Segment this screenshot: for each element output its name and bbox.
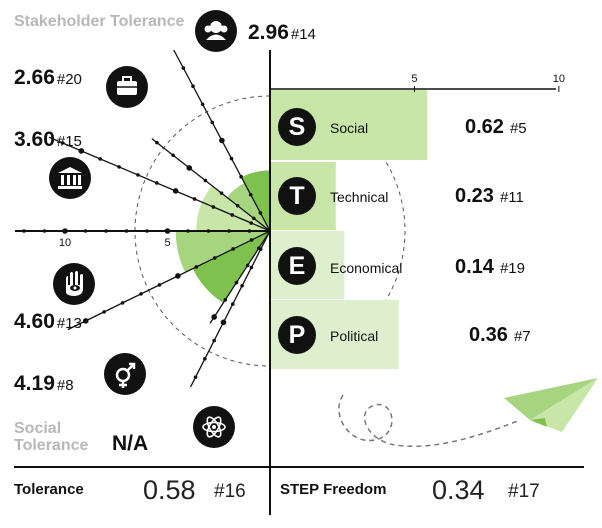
hand-eye-icon	[53, 263, 95, 305]
bank-score: 3.60#15	[14, 128, 82, 151]
gender-score: 4.19#8	[14, 372, 74, 395]
briefcase-icon	[106, 66, 148, 108]
people-icon	[195, 10, 237, 52]
people-score: 2.96#14	[248, 21, 316, 44]
step-letter-p: P	[278, 316, 316, 354]
radial-tick	[117, 165, 121, 169]
radial-tick	[257, 246, 261, 250]
radial-tick	[239, 174, 243, 179]
radial-tick-label: 5	[164, 237, 170, 249]
radial-tick-label: 10	[59, 237, 71, 249]
radial-tick	[193, 375, 198, 379]
radial-tick	[155, 140, 159, 145]
radial-tick	[171, 153, 175, 158]
step-axis-tick-label: 10	[553, 73, 565, 85]
tolerance-sector-gender	[192, 231, 270, 304]
radial-tick	[234, 280, 239, 285]
radial-tick	[249, 238, 254, 242]
radial-tick	[172, 188, 179, 194]
step-score-economical: 0.14#19	[455, 256, 525, 278]
radial-tick	[249, 265, 254, 270]
step-name-economical: Economical	[330, 260, 403, 276]
tolerance-total-value: 0.58	[143, 475, 196, 505]
gender-icon	[104, 353, 146, 395]
radial-tick	[191, 84, 195, 88]
step-name-technical: Technical	[330, 189, 389, 205]
radial-tick	[60, 141, 65, 145]
radial-tick	[203, 357, 207, 361]
radial-tick	[175, 273, 181, 279]
radial-tick	[192, 197, 197, 201]
step-axis-tick-label: 5	[411, 73, 417, 85]
radial-tick	[231, 247, 235, 251]
radial-tick	[248, 192, 253, 197]
step-letter-s: S	[278, 108, 316, 146]
tolerance-sector-people	[241, 170, 270, 231]
radial-spoke	[189, 230, 271, 388]
radial-spoke	[67, 230, 271, 331]
radial-tick	[102, 310, 106, 314]
step-name-political: Political	[330, 328, 379, 344]
radial-tick	[258, 211, 263, 215]
radial-tick	[181, 66, 186, 70]
radial-tick	[154, 181, 159, 185]
radial-tick	[219, 137, 225, 144]
step-name-social: Social	[330, 120, 369, 136]
step-score-social: 0.62#5	[465, 116, 527, 138]
step-total-label: STEP Freedom	[280, 481, 387, 498]
radial-tick	[223, 297, 228, 302]
radial-tick	[186, 165, 193, 171]
radial-tick	[212, 256, 217, 260]
radial-tick	[211, 205, 216, 209]
tolerance-sector-bank	[196, 185, 270, 231]
stakeholder-tolerance-label: Stakeholder Tolerance	[14, 13, 185, 30]
radial-tick	[200, 102, 205, 107]
radial-tick	[219, 191, 224, 195]
radial-tick	[245, 263, 250, 268]
tolerance-sector-hand-eye	[175, 231, 270, 273]
step-letter-e: E	[278, 247, 316, 285]
radial-tick	[203, 178, 208, 183]
briefcase-score: 2.66#20	[14, 66, 82, 89]
radial-tick	[229, 156, 234, 161]
social-tolerance-label: Social Tolerance	[14, 420, 89, 454]
step-letter-t: T	[278, 177, 316, 215]
radial-tick	[210, 120, 215, 125]
step-score-political: 0.36#7	[469, 324, 531, 346]
step-total-rank: #17	[508, 481, 540, 502]
atom-score: N/A	[112, 432, 149, 455]
paper-plane-icon	[338, 378, 598, 448]
radial-tick	[212, 338, 216, 343]
step-total-value: 0.34	[432, 475, 485, 505]
hand-eye-score: 4.60#13	[14, 310, 82, 333]
tolerance-radial-chart: 10 5	[15, 49, 406, 388]
radial-tick	[98, 157, 102, 161]
radial-tick	[240, 283, 244, 288]
radial-tick	[252, 216, 256, 221]
radial-tick	[157, 283, 162, 287]
radial-tick	[235, 203, 240, 208]
radial-spoke	[209, 230, 271, 324]
radial-tick	[78, 148, 85, 154]
radial-tick	[211, 314, 217, 320]
tolerance-sector-briefcase	[227, 182, 270, 231]
tolerance-total-label: Tolerance	[14, 481, 84, 498]
radial-tick	[230, 213, 235, 217]
atom-icon	[193, 406, 235, 448]
radial-tick	[120, 301, 125, 305]
radial-tick	[136, 173, 140, 177]
radial-tick	[194, 265, 199, 269]
radial-tick	[220, 319, 227, 326]
radial-spoke	[151, 138, 271, 232]
radial-tick	[249, 221, 253, 225]
radial-tick	[230, 302, 235, 306]
tolerance-total-rank: #16	[214, 481, 246, 502]
radial-tick	[139, 292, 143, 296]
step-score-technical: 0.23#11	[455, 185, 524, 207]
bank-icon	[49, 157, 91, 199]
radial-tick	[82, 318, 89, 324]
